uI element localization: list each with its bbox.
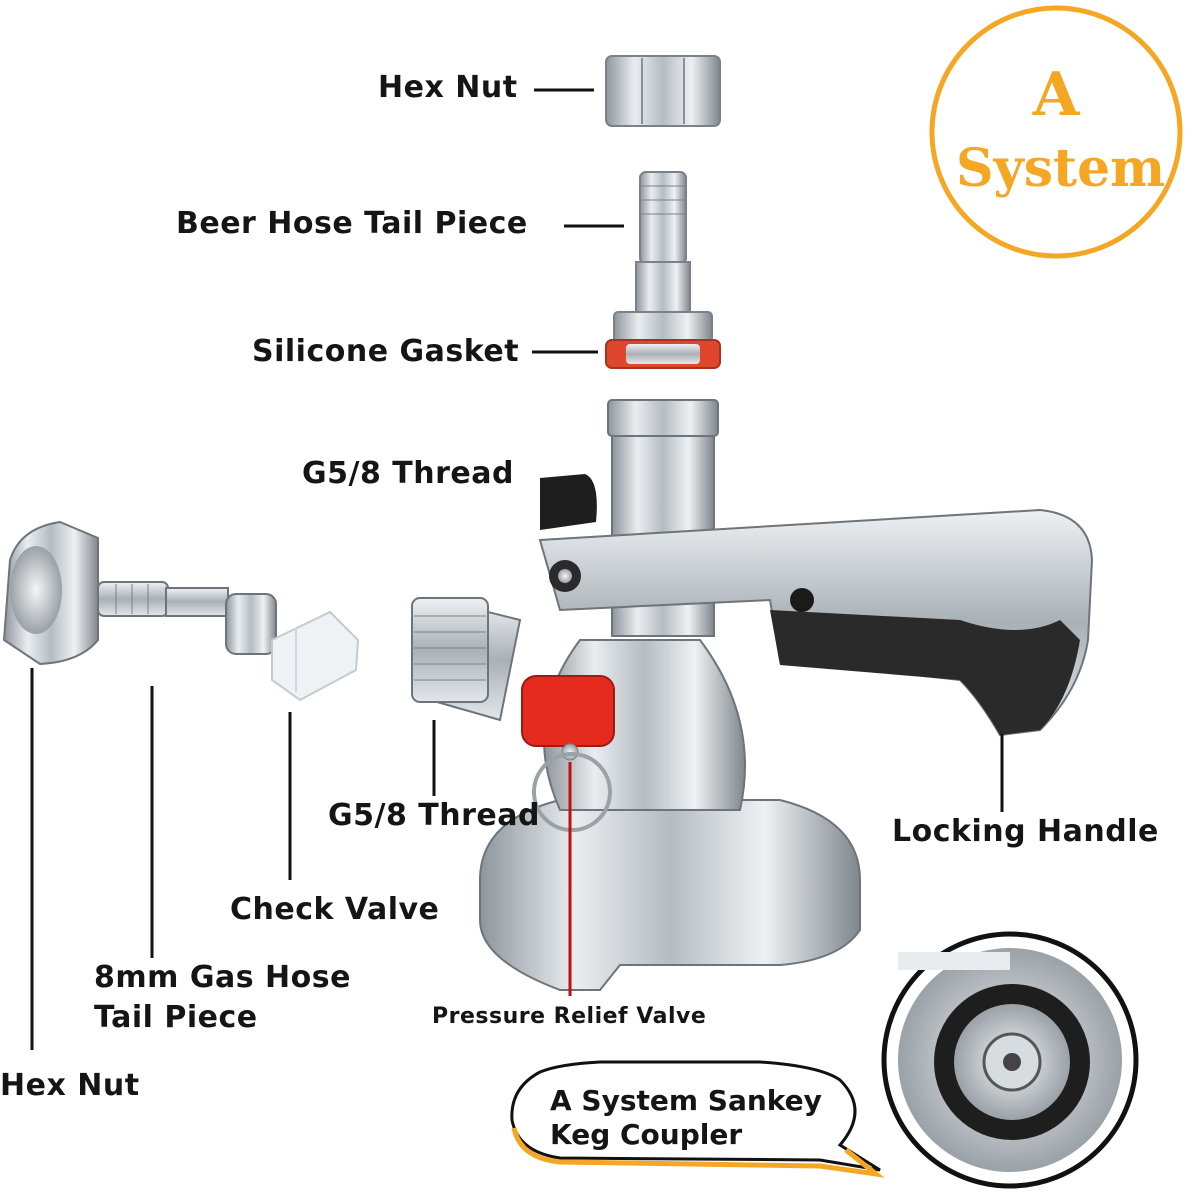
badge-word: System <box>956 138 1166 199</box>
badge-ring <box>929 5 1183 259</box>
speech-bubble-shadow <box>511 1127 885 1178</box>
label-locking-handle: Locking Handle <box>892 814 1159 849</box>
label-beer-hose-tail-piece: Beer Hose Tail Piece <box>176 206 528 241</box>
label-gas-hose-tail-line1: 8mm Gas Hose <box>94 960 351 995</box>
label-hex-nut-left: Hex Nut <box>0 1068 140 1103</box>
locking-handle-part <box>538 474 1094 737</box>
gas-hose-tail-part <box>97 581 277 655</box>
check-valve-part <box>271 610 360 702</box>
speech-bubble <box>510 1060 881 1172</box>
label-gas-hose-tail-line2: Tail Piece <box>94 1000 258 1035</box>
hex-nut-top-part <box>605 55 721 127</box>
label-g58-thread-top: G5/8 Thread <box>302 456 514 491</box>
bubble-line1: A System Sankey <box>550 1084 822 1117</box>
silicone-gasket-part <box>605 339 721 369</box>
beer-hose-tail-part <box>613 171 713 343</box>
label-hex-nut-top: Hex Nut <box>378 70 518 105</box>
label-silicone-gasket: Silicone Gasket <box>252 334 520 369</box>
label-check-valve: Check Valve <box>230 892 440 927</box>
label-g58-thread-side: G5/8 Thread <box>328 798 540 833</box>
pressure-relief-valve-part <box>521 675 615 832</box>
label-pressure-relief-valve: Pressure Relief Valve <box>432 1004 707 1029</box>
coupler-underside-inset <box>881 931 1139 1189</box>
hex-nut-left-part <box>2 520 99 666</box>
leader-lines <box>30 88 1004 1050</box>
badge-letter: A <box>1032 60 1080 130</box>
bubble-line2: Keg Coupler <box>550 1118 743 1151</box>
